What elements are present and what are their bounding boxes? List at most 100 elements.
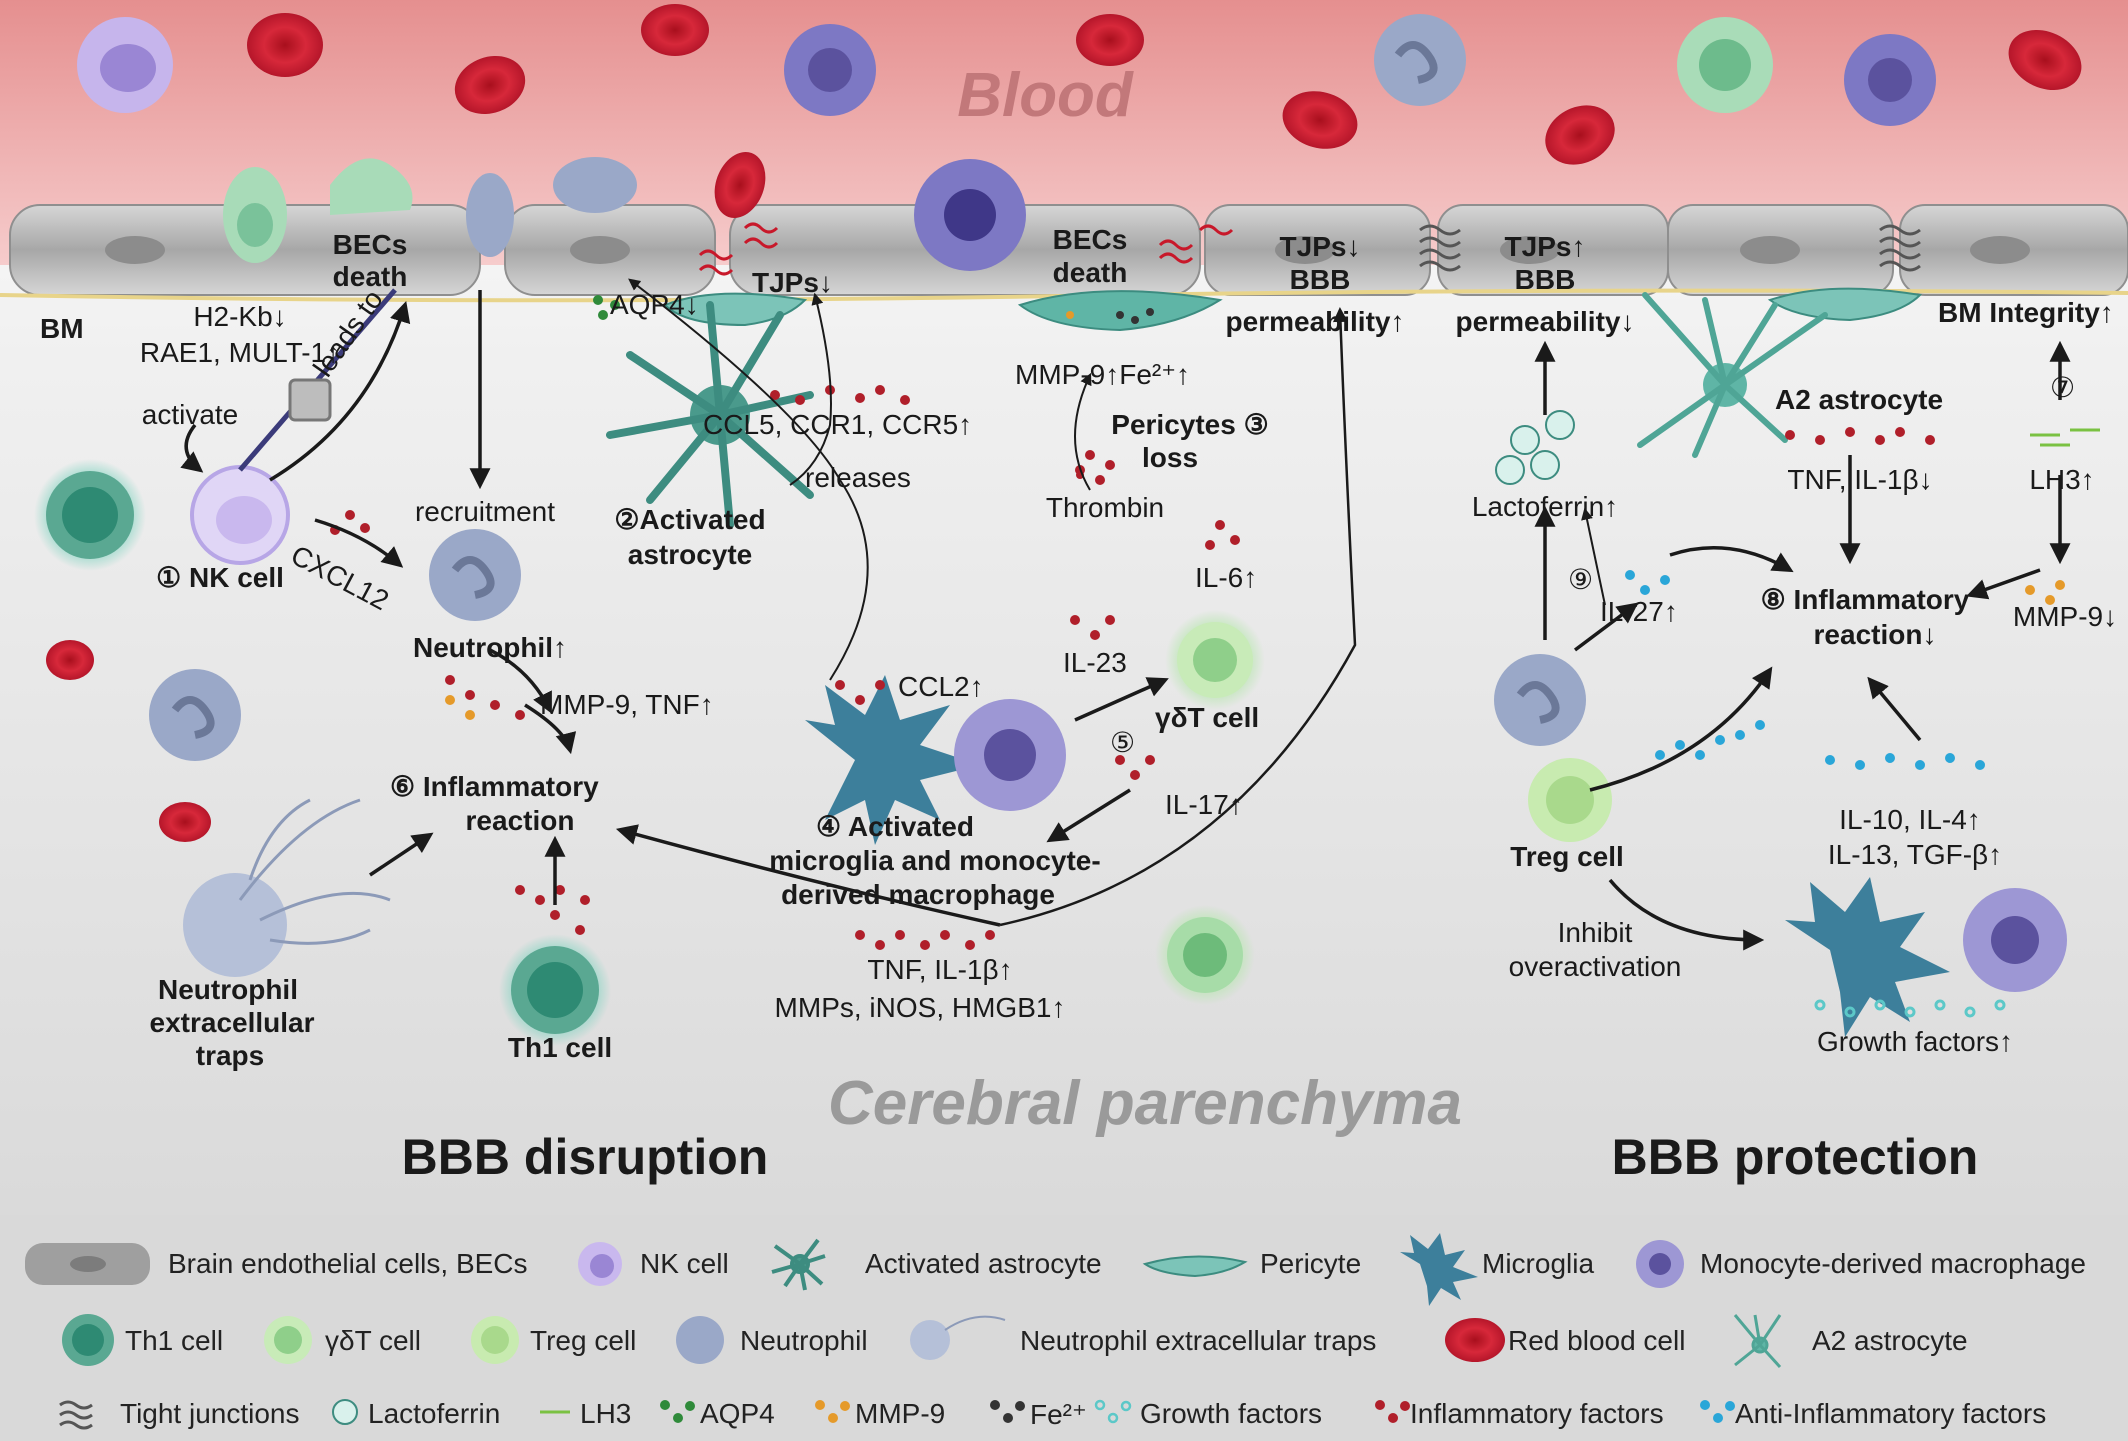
neutrophils (149, 529, 1586, 761)
tjps-bbb-down-label-b: BBB (1514, 264, 1576, 295)
lactoferrin-label: Lactoferrin↑ (1471, 491, 1619, 522)
legend-label-becs: Brain endothelial cells, BECs (168, 1248, 528, 1279)
growth-factor-dots (1814, 999, 2006, 1018)
legend-label-nets: Neutrophil extracellular traps (1020, 1325, 1377, 1356)
legend-label-growth-factors: Growth factors (1140, 1398, 1323, 1429)
legend-label-rbc: Red blood cell (1508, 1325, 1686, 1356)
legend-label-nk: NK cell (640, 1248, 729, 1279)
becs-death-label-2a: BECs (1052, 224, 1128, 255)
bm-integrity-label: BM Integrity↑ (1938, 297, 2114, 328)
legend-label-treg: Treg cell (530, 1325, 637, 1356)
pericytes-loss-label-a: Pericytes ③ (1111, 409, 1269, 440)
mmp9-dots (445, 311, 2065, 720)
legend-label-pericyte: Pericyte (1260, 1248, 1362, 1279)
th1-cell-figure (34, 459, 611, 1046)
inhibit-label-a: Inhibit (1557, 917, 1633, 948)
tjps-bbb-up-label-c: permeability↑ (1225, 306, 1405, 337)
h2kb-label: H2-Kb↓ (193, 301, 287, 332)
mmp9-fe-label: MMP-9↑Fe²⁺↑ (1015, 359, 1190, 390)
il13-label: IL-13, TGF-β↑ (1827, 839, 2003, 870)
parenchyma-label: Cerebral parenchyma (827, 1069, 1463, 1138)
tight-junctions (1419, 224, 1921, 272)
microglia-macrophage (805, 159, 1066, 845)
mmp9-down-label: MMP-9↓ (2012, 601, 2118, 632)
activated-astrocyte (606, 301, 814, 529)
ccl2-label: CCL2↑ (898, 671, 984, 702)
blood-leukocytes (77, 14, 1936, 263)
tjp-squiggles (698, 222, 1234, 276)
activated-astrocyte-label-a: ②Activated (614, 504, 766, 535)
red-blood-cells (46, 4, 2082, 842)
tjps-label-1: TJPs↓ (752, 267, 833, 298)
becs-death-label-1b: death (332, 261, 408, 292)
legend-label-th1: Th1 cell (125, 1325, 224, 1356)
bbb-disruption-heading: BBB disruption (401, 1129, 769, 1185)
net-label-c: traps (195, 1040, 265, 1071)
net-label-a: Neutrophil (158, 974, 298, 1005)
tjps-bbb-up-label-a: TJPs↓ (1279, 231, 1361, 262)
activated-astrocyte-label-b: astrocyte (627, 539, 753, 570)
endothelium-layer (0, 204, 2128, 303)
neutrophil-label: Neutrophil↑ (413, 632, 567, 663)
legend-label-macrophage: Monocyte-derived macrophage (1700, 1248, 2086, 1279)
ccl5-label: CCL5, CCR1, CCR5↑ (703, 409, 973, 440)
legend-label-inflammatory: Inflammatory factors (1410, 1398, 1664, 1429)
num5-label: ⑤ (1110, 727, 1136, 758)
anti-inflammatory-dots (1625, 570, 1985, 770)
lh3-marks (2030, 428, 2100, 447)
microglia-label-c: derived macrophage (781, 879, 1055, 910)
gdt-cell-label: γδT cell (1155, 702, 1260, 733)
legend-icons (25, 1233, 1782, 1430)
num9-label: ⑨ (1568, 564, 1594, 595)
releases-label: releases (805, 462, 911, 493)
nk-cell-label: ① NK cell (156, 562, 284, 593)
il6-label: IL-6↑ (1195, 562, 1258, 593)
legend-label-lh3: LH3 (580, 1398, 632, 1429)
il10-label: IL-10, IL-4↑ (1839, 804, 1981, 835)
inflammatory-8-label-b: reaction↓ (1813, 619, 1937, 650)
legend-label-a2-astrocyte: A2 astrocyte (1812, 1325, 1968, 1356)
lactoferrin-molecules (1495, 410, 1575, 485)
il27-label: IL-27↑ (1600, 596, 1678, 627)
il23-label: IL-23 (1063, 647, 1127, 678)
nk-cell-figure (190, 288, 397, 565)
tjps-bbb-down-label-a: TJPs↑ (1504, 231, 1586, 262)
legend-label-neutrophil: Neutrophil (740, 1325, 868, 1356)
becs-death-label-2b: death (1052, 257, 1128, 288)
legend-label-aqp4: AQP4 (700, 1398, 775, 1429)
th1-cell-label: Th1 cell (507, 1032, 613, 1063)
legend-label-activated-astrocyte: Activated astrocyte (865, 1248, 1102, 1279)
inflammatory-6-label-a: ⑥ Inflammatory (390, 771, 599, 802)
inhibit-label-b: overactivation (1508, 951, 1682, 982)
activate-label: activate (141, 399, 239, 430)
blood-label: Blood (957, 61, 1133, 130)
num7-label: ⑦ (2050, 372, 2076, 403)
mmps-label: MMPs, iNOS, HMGB1↑ (774, 992, 1066, 1023)
treg-cell-label: Treg cell (1510, 841, 1624, 872)
gdt-cells (1155, 610, 1612, 1005)
becs-death-label-1a: BECs (332, 229, 408, 260)
microglia-label-b: microglia and monocyte- (769, 845, 1101, 876)
aqp4-label: AQP4↓ (610, 289, 699, 320)
legend-label-tight-junctions: Tight junctions (120, 1398, 300, 1429)
legend-label-fe: Fe²⁺ (1030, 1399, 1087, 1430)
lh3-label: LH3↑ (2029, 464, 2095, 495)
legend-label-microglia: Microglia (1482, 1248, 1595, 1279)
legend-label-mmp9: MMP-9 (855, 1398, 946, 1429)
inflammatory-8-label-a: ⑧ Inflammatory (1760, 584, 1970, 615)
tnf-il1b-label: TNF, IL-1β↑ (867, 954, 1013, 985)
tnf-il1b-down-label: TNF, IL-1β↓ (1787, 464, 1933, 495)
inflammatory-6-label-b: reaction (465, 805, 575, 836)
legend-label-gdt: γδT cell (325, 1325, 421, 1356)
inhibited-microglia-macrophage (1785, 877, 2067, 1037)
aqp4-dots (593, 295, 620, 320)
tjps-bbb-down-label-c: permeability↓ (1455, 306, 1635, 337)
rae1-label: RAE1, MULT-1↑ (139, 337, 341, 368)
arrows (180, 278, 2071, 951)
tjps-bbb-up-label-b: BBB (1289, 264, 1351, 295)
net-label-b: extracellular (149, 1007, 315, 1038)
bm-label: BM (40, 313, 84, 344)
recruitment-label: recruitment (414, 496, 556, 527)
